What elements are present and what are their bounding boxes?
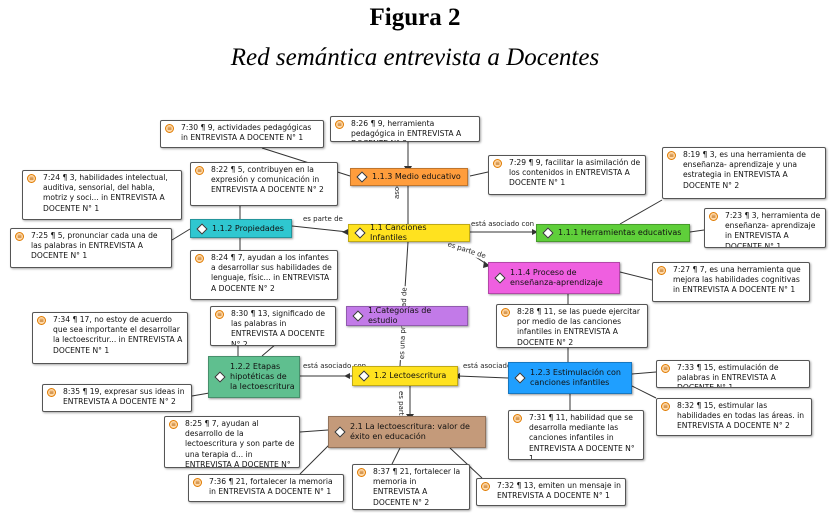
code-icon (494, 272, 506, 284)
quote-icon: ≡ (657, 266, 666, 275)
quote-node[interactable]: ≡8:24 ¶ 7, ayudan a los infantes a desar… (190, 250, 338, 300)
quote-node[interactable]: ≡8:22 ¶ 5, contribuyen en la expresión y… (190, 162, 338, 206)
code-icon (354, 227, 366, 239)
edge (449, 447, 483, 479)
arrowhead (342, 229, 348, 235)
edge (261, 343, 277, 357)
edge (619, 199, 663, 225)
edge (631, 371, 657, 375)
quote-node[interactable]: ≡8:30 ¶ 13, significado de las palabras … (210, 306, 336, 346)
code-node-proceso-ensenanza[interactable]: 1.1.4 Proceso de enseñanza-aprendizaje (488, 262, 620, 294)
quote-node[interactable]: ≡8:26 ¶ 9, herramienta pedagógica in ENT… (330, 116, 480, 142)
quote-icon: ≡ (661, 364, 670, 373)
quote-node[interactable]: ≡8:28 ¶ 11, se las puede ejercitar por m… (496, 304, 648, 348)
quote-node[interactable]: ≡7:33 ¶ 15, estimulación de palabras in … (656, 360, 810, 388)
code-node-herramientas-educativas[interactable]: 1.1.1 Herramientas educativas (536, 224, 690, 242)
edge (391, 447, 401, 465)
quote-icon: ≡ (195, 254, 204, 263)
code-icon (196, 222, 208, 235)
edge (619, 271, 653, 281)
code-icon (358, 370, 370, 382)
quote-node[interactable]: ≡7:31 ¶ 11, habilidad que se desarrolla … (508, 410, 644, 460)
code-node-propiedades[interactable]: 1.1.2 Propiedades (190, 219, 292, 238)
edge (631, 385, 657, 399)
code-icon (352, 310, 364, 322)
quote-icon: ≡ (169, 420, 178, 429)
quote-node[interactable]: ≡8:25 ¶ 7, ayudan al desarrollo de la le… (164, 416, 300, 468)
code-node-canciones-infantiles[interactable]: 1.1 Canciones Infantiles (348, 223, 470, 242)
quote-node[interactable]: ≡7:30 ¶ 9, actividades pedagógicas in EN… (160, 120, 324, 148)
relation-label: es parte de (302, 215, 344, 223)
quote-icon: ≡ (47, 388, 56, 397)
quote-icon: ≡ (193, 478, 202, 487)
quote-node[interactable]: ≡7:25 ¶ 5, pronunciar cada una de las pa… (10, 228, 172, 268)
quote-node[interactable]: ≡7:27 ¶ 7, es una herramienta que mejora… (652, 262, 810, 302)
quote-icon: ≡ (165, 124, 174, 133)
figure-subtitle: Red semántica entrevista a Docentes (230, 44, 600, 71)
edge (469, 171, 489, 177)
quote-icon: ≡ (27, 174, 36, 183)
code-icon (542, 227, 554, 239)
code-node-valor-exito[interactable]: 2.1 La lectoescritura: valor de éxito en… (328, 416, 486, 448)
quote-icon: ≡ (667, 151, 676, 160)
quote-icon: ≡ (661, 402, 670, 411)
edge (689, 229, 705, 233)
quote-node[interactable]: ≡7:36 ¶ 21, fortalecer la memoria in ENT… (188, 474, 344, 502)
quote-icon: ≡ (357, 468, 366, 477)
figure-title: Figura 2 (369, 4, 461, 31)
edge (291, 225, 349, 233)
quote-node[interactable]: ≡7:23 ¶ 3, herramienta de enseñanza- apr… (704, 208, 826, 248)
quote-node[interactable]: ≡7:34 ¶ 17, no estoy de acuerdo que sea … (32, 312, 188, 364)
quote-node[interactable]: ≡7:29 ¶ 9, facilitar la asimilación de l… (488, 155, 646, 195)
quote-icon: ≡ (15, 232, 24, 241)
quote-icon: ≡ (195, 166, 204, 175)
quote-icon: ≡ (481, 482, 490, 491)
quote-icon: ≡ (215, 310, 224, 319)
code-node-categorias-estudio[interactable]: 1.Categorías de estudio (346, 306, 468, 326)
quote-node[interactable]: ≡7:32 ¶ 13, emiten un mensaje in ENTREVI… (476, 478, 626, 506)
quote-icon: ≡ (513, 414, 522, 423)
quote-node[interactable]: ≡8:35 ¶ 19, expresar sus ideas in ENTREV… (42, 384, 192, 412)
relation-label: está asociado con (302, 362, 368, 370)
quote-icon: ≡ (37, 316, 46, 325)
code-icon (514, 372, 526, 384)
code-icon (334, 426, 346, 438)
quote-node[interactable]: ≡7:24 ¶ 3, habilidades intelectual, audi… (22, 170, 182, 220)
quote-icon: ≡ (335, 120, 344, 129)
code-node-estimulacion[interactable]: 1.2.3 Estimulación con canciones infanti… (508, 362, 632, 394)
quote-node[interactable]: ≡8:37 ¶ 21, fortalecer la memoria in ENT… (352, 464, 470, 510)
code-node-lectoescritura[interactable]: 1.2 Lectoescritura (352, 366, 458, 386)
code-icon (214, 371, 226, 383)
code-icon (356, 171, 368, 183)
edge (299, 429, 329, 433)
edge (171, 228, 191, 241)
quote-icon: ≡ (493, 159, 502, 168)
arrowhead (344, 373, 350, 379)
quote-icon: ≡ (709, 212, 718, 221)
edge (299, 443, 331, 475)
code-node-medio-educativo[interactable]: 1.1.3 Medio educativo (350, 168, 468, 186)
relation-label: está asociado con (470, 220, 536, 228)
quote-node[interactable]: ≡8:19 ¶ 3, es una herramienta de enseñan… (662, 147, 826, 199)
quote-node[interactable]: ≡8:32 ¶ 15, estimular las habilidades en… (656, 398, 812, 436)
quote-icon: ≡ (501, 308, 510, 317)
relation-label: está asociado con (462, 362, 528, 370)
edge (457, 375, 509, 379)
arrowhead (532, 229, 538, 235)
code-node-etapas-hipoteticas[interactable]: 1.2.2 Etapas hipotéticas de la lectoescr… (208, 356, 300, 398)
